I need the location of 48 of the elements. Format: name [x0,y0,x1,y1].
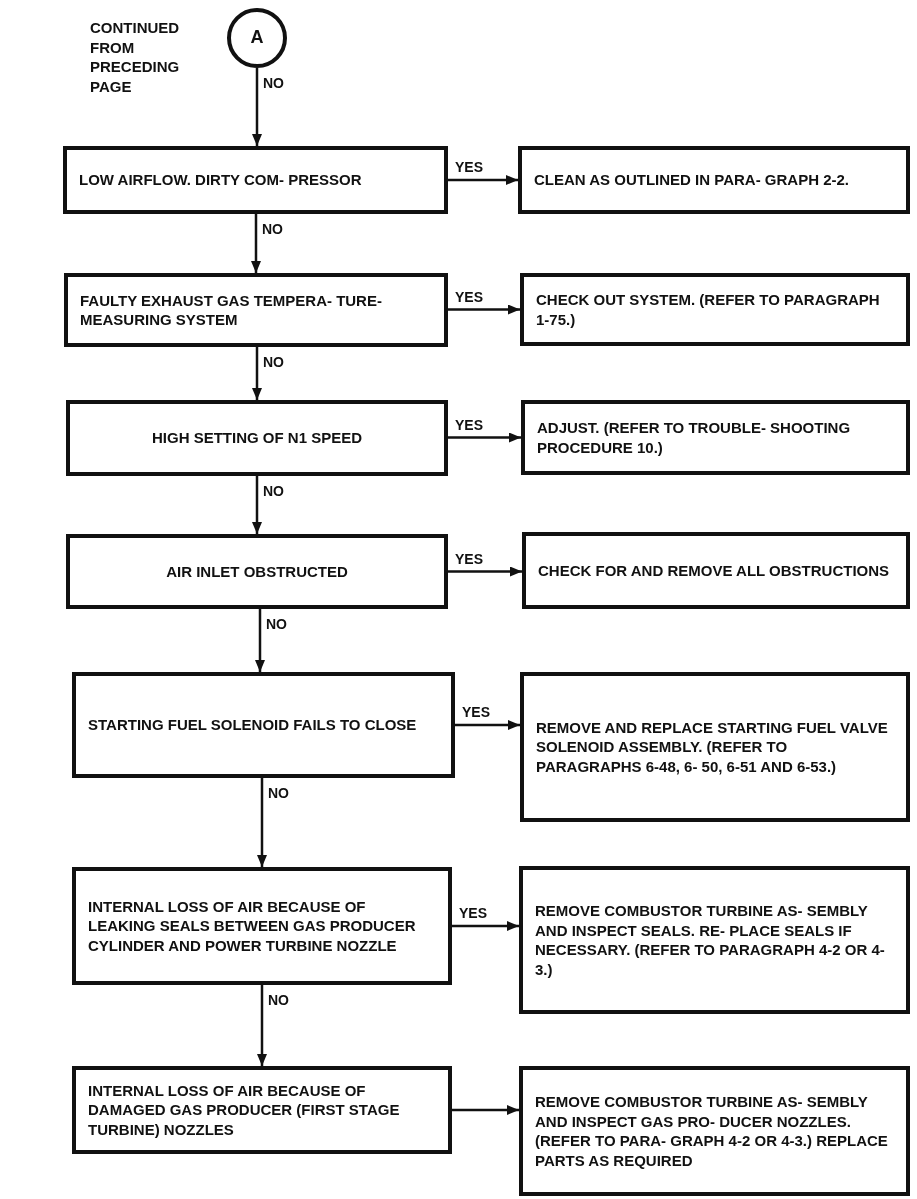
process-box [518,146,910,214]
edge-label: YES [454,551,484,567]
connector-circle [227,8,287,68]
process-box [522,532,910,609]
node-text: FAULTY EXHAUST GAS TEMPERA- TURE-MEASURING SYSTEM [80,290,383,330]
node-text: CLEAN AS OUTLINED IN PARA- GRAPH 2-2. [534,170,849,190]
node-text: REMOVE COMBUSTOR TURBINE AS- SEMBLY AND INSPECT GAS PRO- DUCER NOZZLES. (REFER TO PARA- GRAPH 4-2 OR 4-3.) REPLACE PARTS AS REQUIRED [535,1092,889,1170]
node-text: INTERNAL LOSS OF AIR BECAUSE OF LEAKING SEALS BETWEEN GAS PRODUCER CYLINDER AND POWER TURBINE NOZZLE [88,896,417,956]
process-box [519,866,910,1014]
node-text: HIGH SETTING OF N1 SPEED [152,428,362,448]
process-box [519,1066,910,1196]
process-box [66,534,448,609]
arrow [257,985,267,1066]
node-text: LOW AIRFLOW. DIRTY COM- PRESSOR [79,170,362,190]
process-box [521,400,910,475]
arrow [252,68,262,146]
node-text: A [250,26,264,50]
process-box [63,146,448,214]
arrow [257,778,267,867]
continuation-note: CONTINUED FROM PRECEDING PAGE [90,18,181,96]
edge-label: YES [454,289,484,305]
arrow [452,1105,519,1115]
arrow [252,476,262,534]
node-text: INTERNAL LOSS OF AIR BECAUSE OF DAMAGED GAS PRODUCER (FIRST STAGE TURBINE) NOZZLES [88,1080,401,1140]
process-box [72,1066,452,1154]
node-text: ADJUST. (REFER TO TROUBLE- SHOOTING PROCEDURE 10.) [537,418,852,457]
arrow [448,175,518,185]
node-text: REMOVE AND REPLACE STARTING FUEL VALVE SOLENOID ASSEMBLY. (REFER TO PARAGRAPHS 6-48, 6- 50, 6-51 AND 6-53.) [536,717,889,777]
arrow [252,347,262,400]
arrow [448,432,521,443]
process-box [64,273,448,347]
process-box [72,867,452,985]
node-text: REMOVE COMBUSTOR TURBINE AS- SEMBLY AND INSPECT SEALS. RE- PLACE SEALS IF NECESSARY. (REFER TO PARAGRAPH 4-2 OR 4-3.) [535,901,886,979]
arrow [255,609,265,672]
process-box [72,672,455,778]
arrow [448,304,520,315]
node-text: CHECK OUT SYSTEM. (REFER TO PARAGRAPH 1-75.) [536,290,881,329]
process-box [520,273,910,346]
node-text: AIR INLET OBSTRUCTED [166,561,348,582]
arrow [448,566,522,577]
node-text: CHECK FOR AND REMOVE ALL OBSTRUCTIONS [538,560,890,581]
arrow [452,921,519,931]
arrow [251,214,261,273]
node-text: STARTING FUEL SOLENOID FAILS TO CLOSE [88,715,417,735]
process-box [66,400,448,476]
arrow [455,720,520,730]
edge-label: YES [454,417,484,433]
process-box [520,672,910,822]
